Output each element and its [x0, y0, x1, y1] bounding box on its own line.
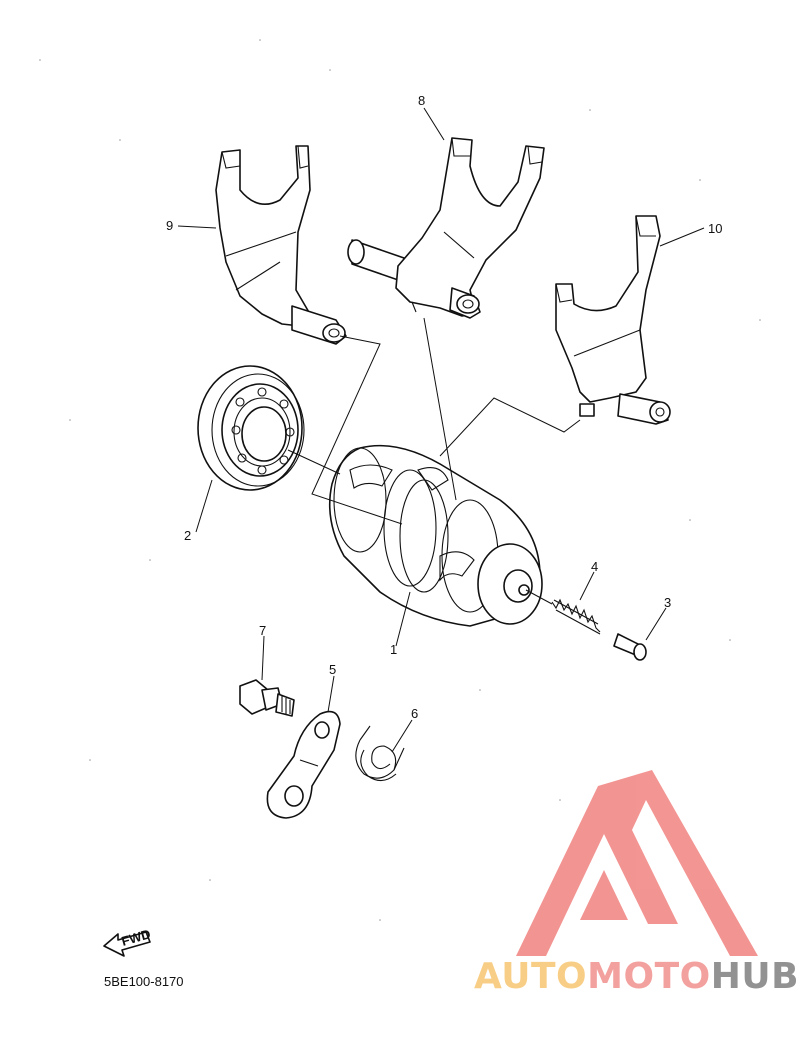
forward-direction-arrow: FWD — [103, 926, 152, 957]
shift-drum-1 — [328, 444, 543, 627]
callout-label: 4 — [591, 559, 598, 574]
pin-3 — [613, 633, 647, 661]
callout-label: 9 — [166, 218, 173, 233]
callout-label: 2 — [184, 528, 191, 543]
shift-fork-10 — [555, 215, 671, 425]
stopper-lever-5 — [266, 710, 341, 819]
background-speckles — [39, 39, 761, 921]
logo-text-moto: MOTO — [587, 956, 711, 997]
callout-label: 8 — [418, 93, 425, 108]
bearing-2 — [197, 365, 305, 491]
callout-label: 10 — [708, 221, 722, 236]
logo-triangle-mark — [516, 770, 758, 956]
callout-label: 5 — [329, 662, 336, 677]
bolt-7 — [239, 679, 295, 717]
svg-text:AUTOMOTOHUB: AUTOMOTOHUB — [474, 956, 799, 997]
callout-label: 6 — [411, 706, 418, 721]
spring-4 — [551, 598, 601, 635]
logo-text-auto: AUTO — [474, 956, 587, 997]
callout-labels: 1 2 3 4 5 6 7 8 9 10 — [166, 93, 722, 721]
shift-fork-9 — [215, 145, 347, 345]
drawing-code: 5BE100-8170 — [104, 974, 184, 989]
leader-lines — [177, 107, 705, 753]
torsion-spring-6 — [355, 725, 405, 782]
callout-label: 3 — [664, 595, 671, 610]
shift-fork-8 — [347, 137, 545, 319]
callout-label: 1 — [390, 642, 397, 657]
logo-text-hub: HUB — [711, 956, 799, 997]
watermark-logo: AUTOMOTOHUB — [474, 770, 799, 997]
callout-label: 7 — [259, 623, 266, 638]
